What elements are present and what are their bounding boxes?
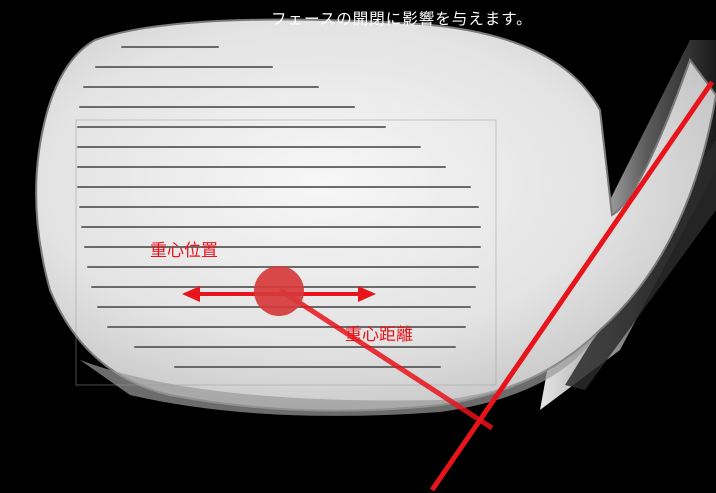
sole-shadow bbox=[80, 330, 600, 416]
groove-frame bbox=[75, 119, 497, 386]
cog-marker bbox=[254, 266, 304, 316]
cog-position-label: 重心位置 bbox=[150, 241, 218, 261]
cog-distance-label: 重心距離 bbox=[345, 325, 413, 345]
cog-distance-line bbox=[278, 287, 494, 431]
caption-text: フェースの開閉に影響を与えます。 bbox=[271, 10, 533, 28]
